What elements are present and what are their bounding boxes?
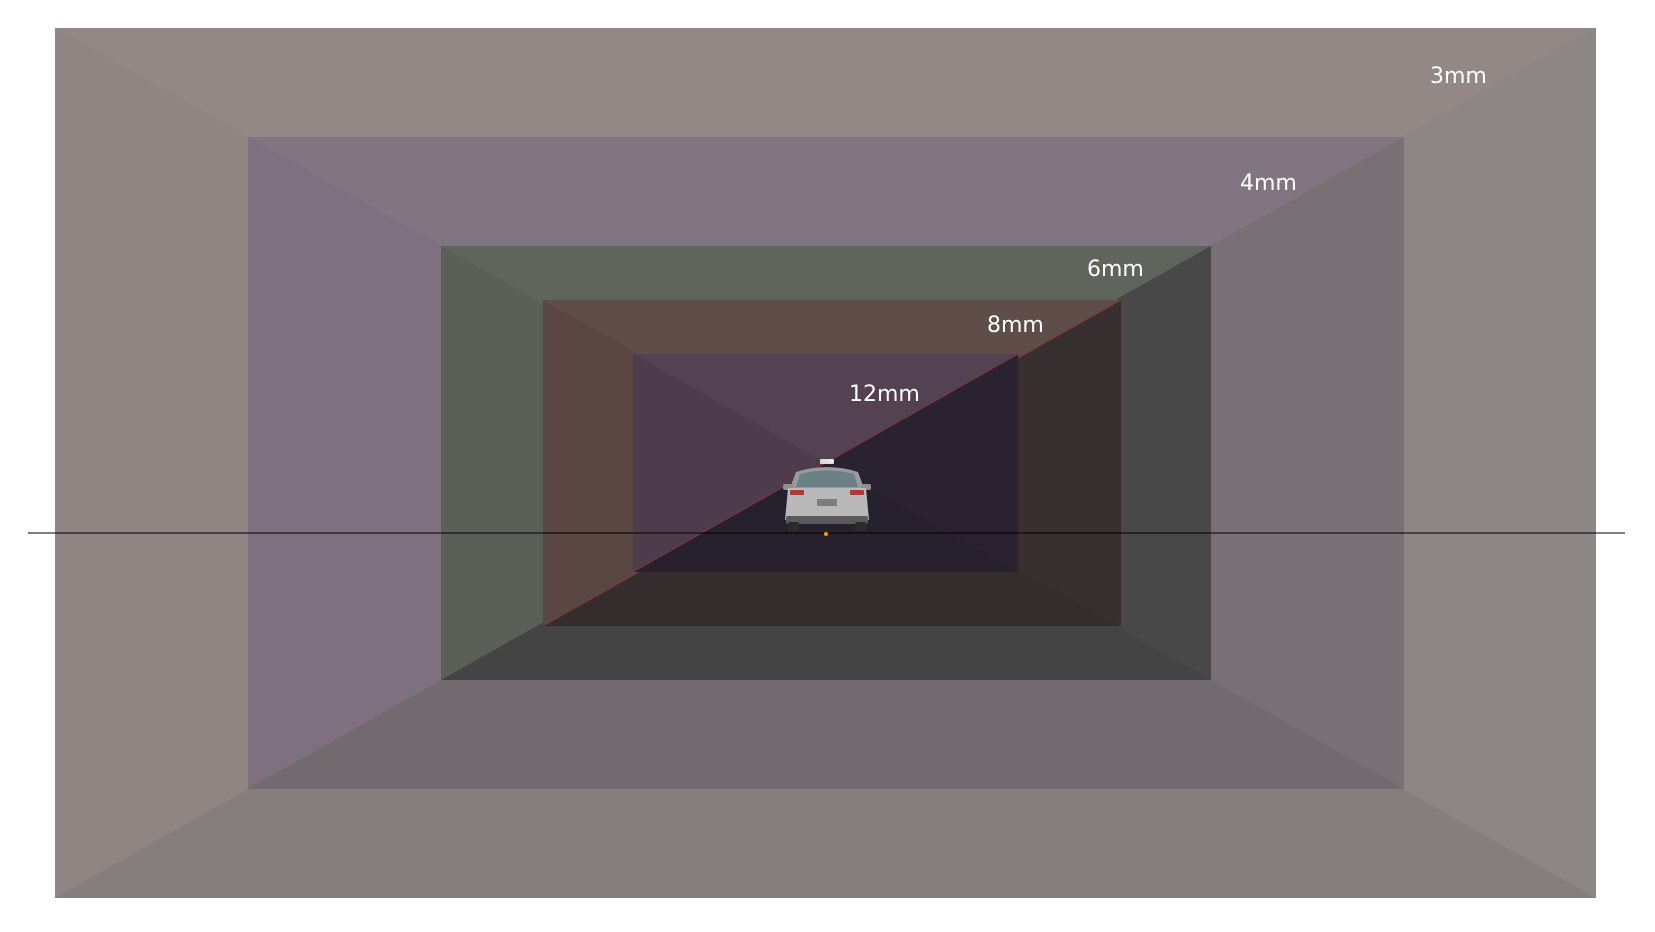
lens-labels: 3mm 4mm 6mm 8mm 12mm <box>849 64 1487 407</box>
vehicle-icon <box>783 459 871 531</box>
lens-label-4mm: 4mm <box>1240 171 1297 196</box>
lens-label-6mm: 6mm <box>1087 257 1144 282</box>
lens-label-12mm: 12mm <box>849 382 920 407</box>
center-marker <box>824 532 828 536</box>
lens-label-3mm: 3mm <box>1430 64 1487 89</box>
lens-label-8mm: 8mm <box>987 313 1044 338</box>
